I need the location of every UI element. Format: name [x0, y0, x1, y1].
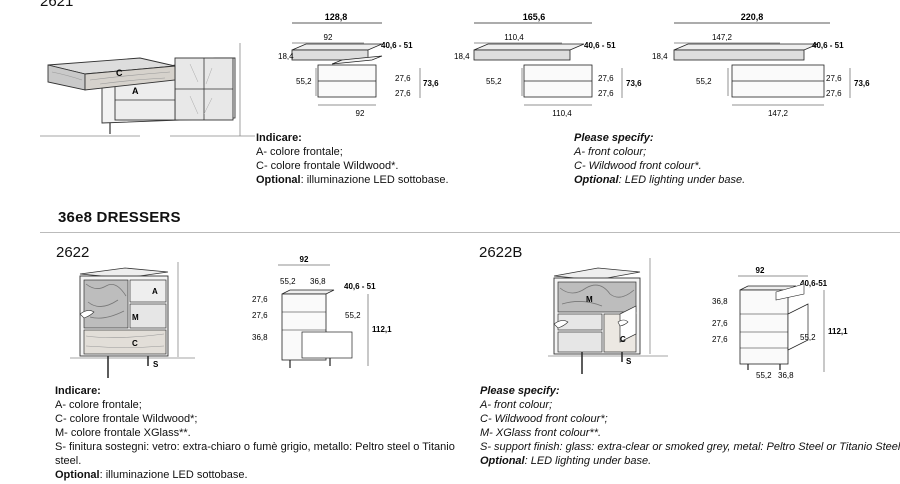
- dim-r1: 27,6: [598, 74, 614, 83]
- dim-total-height: 112,1: [372, 325, 392, 334]
- dim-total-height: 73,6: [423, 79, 439, 88]
- dim-h1: 27,6: [252, 295, 268, 304]
- dim-top-width: 147,2: [712, 33, 733, 42]
- product-code-2622b: 2622B: [479, 244, 523, 261]
- sideboard-2621-drawing: C A: [40, 43, 255, 137]
- label-m: M: [586, 295, 593, 304]
- dimension-drawing-128: 128,8 92 18,4 55,2 40,6 - 51 27,6 27,6 7…: [278, 12, 439, 118]
- dim-left-height: 55,2: [296, 77, 312, 86]
- dresser-2622b-drawing: M C S: [548, 258, 668, 374]
- dresser-2622-dimensions: 92 55,2 36,8 40,6 - 51 27,6 27,6 36,8 55…: [252, 256, 392, 368]
- optional-label: Optional: [574, 174, 619, 186]
- dresser-2622b-dimensions: 92 40,6-51 36,8 27,6 27,6 55,2 112,1 55,…: [712, 266, 848, 380]
- note-line: M- colore frontale XGlass**.: [55, 427, 191, 439]
- dim-r2: 27,6: [826, 89, 842, 98]
- label-a: A: [132, 86, 139, 96]
- dim-depth-range: 40,6 - 51: [344, 282, 376, 291]
- label-s: S: [153, 360, 159, 369]
- dim-right: 55,2: [345, 311, 361, 320]
- label-c: C: [116, 68, 123, 78]
- notes-it-2622: Indicare: A- colore frontale; C- colore …: [55, 384, 455, 482]
- dim-depth-range: 40,6 - 51: [381, 41, 413, 50]
- note-line: A- colore frontale;: [256, 146, 343, 158]
- dim-h2: 27,6: [712, 319, 728, 328]
- dim-bottom-width: 110,4: [552, 109, 572, 118]
- optional-label: Optional: [256, 174, 301, 186]
- dim-top-width: 92: [324, 33, 333, 42]
- dim-top-height: 18,4: [278, 52, 294, 61]
- section-divider: [40, 232, 900, 233]
- note-line: A- front colour;: [480, 399, 553, 411]
- note-line: A- colore frontale;: [55, 399, 142, 411]
- dim-total-width: 165,6: [523, 12, 546, 22]
- dim-depth-range: 40,6 - 51: [812, 41, 844, 50]
- note-line: S- support finish: glass: extra-clear or…: [480, 441, 900, 453]
- optional-label: Optional: [55, 469, 100, 481]
- note-line: C- colore frontale Wildwood*.: [256, 160, 399, 172]
- notes-title: Indicare:: [55, 385, 101, 397]
- dim-r1: 27,6: [395, 74, 411, 83]
- dim-r2: 27,6: [395, 89, 411, 98]
- dresser-2622-drawing: A M C S: [70, 262, 195, 378]
- note-line: C- Wildwood front colour*.: [574, 160, 702, 172]
- dim-bottom-width: 92: [356, 109, 365, 118]
- dim-total-height: 73,6: [626, 79, 642, 88]
- notes-title: Please specify:: [480, 385, 560, 397]
- hand-icon: [79, 310, 95, 319]
- dim-width: 92: [300, 256, 309, 264]
- dim-left-height: 55,2: [486, 77, 502, 86]
- section-title: 36e8 DRESSERS: [58, 209, 181, 226]
- dim-w1: 55,2: [280, 277, 296, 286]
- dimension-drawing-165: 165,6 110,4 18,4 55,2 40,6 - 51 27,6 27,…: [454, 12, 642, 118]
- label-a: A: [152, 287, 158, 296]
- dim-top-height: 18,4: [454, 52, 470, 61]
- notes-title: Indicare:: [256, 132, 302, 144]
- dim-right: 55,2: [800, 333, 816, 342]
- dim-total-height: 73,6: [854, 79, 870, 88]
- note-line: C- colore frontale Wildwood*;: [55, 413, 198, 425]
- label-s: S: [626, 357, 632, 366]
- dim-w2: 36,8: [310, 277, 326, 286]
- note-line: steel.: [55, 455, 82, 467]
- optional-text: : LED lighting under base.: [524, 455, 652, 467]
- optional-text: : illuminazione LED sottobase.: [99, 469, 248, 481]
- label-m: M: [132, 313, 139, 322]
- note-line: A- front colour;: [574, 146, 647, 158]
- dim-h2: 27,6: [252, 311, 268, 320]
- optional-text: : LED lighting under base.: [618, 174, 746, 186]
- dim-depth-range: 40,6 - 51: [584, 41, 616, 50]
- notes-en-2622b: Please specify: A- front colour; C- Wild…: [480, 384, 900, 468]
- dim-total-width: 128,8: [325, 12, 348, 22]
- dim-b2: 36,8: [778, 371, 794, 380]
- dim-b1: 55,2: [756, 371, 772, 380]
- dim-left-height: 55,2: [696, 77, 712, 86]
- note-line: C- Wildwood front colour*;: [480, 413, 608, 425]
- product-code-2622: 2622: [56, 244, 90, 261]
- dim-h3: 27,6: [712, 335, 728, 344]
- dim-h1: 36,8: [712, 297, 728, 306]
- dimension-drawing-220: 220,8 147,2 18,4 55,2 40,6 - 51 27,6 27,…: [652, 12, 870, 118]
- notes-en-top: Please specify: A- front colour; C- Wild…: [574, 131, 745, 187]
- dim-depth-range: 40,6-51: [800, 279, 828, 288]
- dim-r2: 27,6: [598, 89, 614, 98]
- hand-icon: [617, 319, 629, 327]
- hand-icon: [553, 320, 569, 329]
- note-line: M- XGlass front colour**.: [480, 427, 602, 439]
- label-c: C: [132, 339, 138, 348]
- dim-width: 92: [756, 266, 765, 275]
- dim-total-width: 220,8: [741, 12, 764, 22]
- optional-text: : illuminazione LED sottobase.: [300, 174, 449, 186]
- dim-total-height: 112,1: [828, 327, 848, 336]
- note-line: S- finitura sostegni: vetro: extra-chiar…: [55, 441, 455, 453]
- optional-label: Optional: [480, 455, 525, 467]
- dim-top-height: 18,4: [652, 52, 668, 61]
- label-c: C: [620, 335, 626, 344]
- notes-it-top: Indicare: A- colore frontale; C- colore …: [256, 131, 449, 187]
- notes-title: Please specify:: [574, 132, 654, 144]
- dim-bottom-width: 147,2: [768, 109, 789, 118]
- dim-h3: 36,8: [252, 333, 268, 342]
- dim-top-width: 110,4: [504, 33, 524, 42]
- product-code-2621: 2621: [40, 0, 74, 10]
- dim-r1: 27,6: [826, 74, 842, 83]
